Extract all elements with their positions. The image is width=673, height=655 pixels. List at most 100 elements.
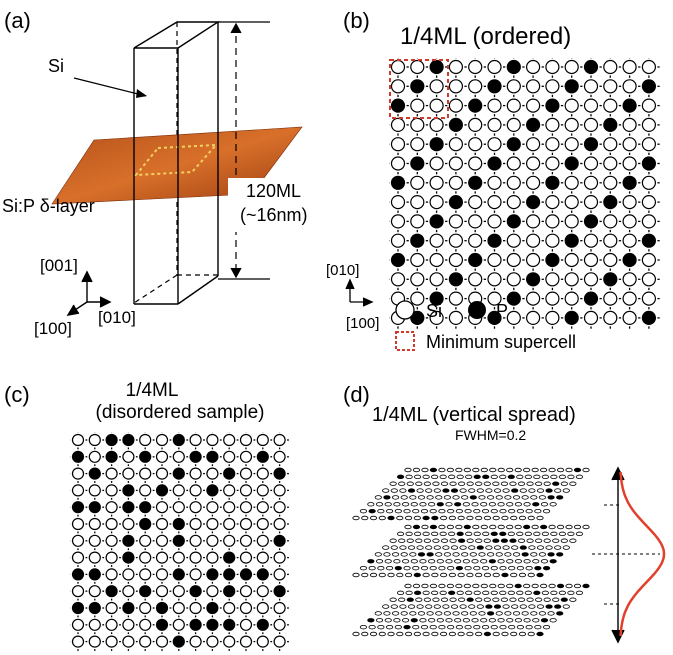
si-atom [429,79,444,94]
si-atom [239,484,253,497]
p-atom [487,310,502,325]
si-atom [622,272,637,287]
p-atom [450,488,459,493]
si-atom [122,618,135,631]
si-atom [560,538,568,543]
si-atom [461,611,469,616]
si-atom [565,524,573,530]
si-atom [516,508,525,514]
si-atom [155,501,169,514]
p-atom [105,585,118,598]
p-atom [487,156,502,171]
si-atom [506,618,514,623]
si-atom [374,552,382,557]
p-atom [429,467,438,473]
si-atom [499,624,507,630]
p-atom [603,195,618,210]
si-atom [564,272,579,287]
si-atom [499,590,507,596]
si-atom [389,481,397,486]
si-atom [410,98,425,113]
si-atom [622,310,637,325]
si-atom [440,515,448,521]
si-atom [521,495,529,500]
si-atom [542,624,551,630]
si-atom [500,481,508,486]
panel-c-title-line2: (disordered sample) [96,402,265,423]
p-atom [105,450,118,463]
p-atom [429,59,444,75]
si-atom [423,538,431,543]
p-atom [469,495,477,500]
si-atom [256,467,269,480]
si-atom [641,98,657,113]
si-atom [139,484,152,497]
si-atom [223,601,236,615]
si-atom [554,545,562,550]
si-atom [155,551,169,564]
si-atom [404,524,412,530]
si-atom [88,635,101,648]
si-atom [504,495,512,500]
si-atom [558,474,566,480]
si-atom [375,559,384,564]
si-atom [532,559,540,564]
si-atom [448,175,463,190]
si-atom [448,59,463,75]
si-atom [448,310,463,325]
si-atom [390,117,406,133]
si-atom [525,310,541,325]
si-atom [405,590,413,596]
si-atom [426,495,434,500]
p-atom [412,524,421,530]
si-atom [390,233,406,248]
si-atom [478,611,486,616]
si-atom [440,481,449,486]
si-atom [455,583,463,589]
p-atom [536,572,544,578]
si-atom [512,495,521,500]
si-atom [454,559,462,564]
si-atom [396,531,405,537]
si-atom [172,484,185,497]
legend-si-marker [395,300,415,320]
si-atom [435,552,443,557]
si-atom [452,495,460,500]
si-atom [432,538,440,543]
p-atom [641,156,657,171]
si-atom [206,534,219,547]
si-atom [562,545,570,550]
si-atom [564,117,579,133]
si-atom [410,214,425,229]
si-atom [390,214,406,229]
p-atom [406,597,414,602]
si-atom [419,559,427,564]
si-atom [239,450,253,463]
si-atom [431,531,439,537]
p-atom [256,450,269,463]
si-atom [475,631,483,637]
spread-axis [592,466,660,644]
si-atom [480,559,488,564]
si-atom [532,618,540,623]
si-atom [449,597,457,602]
si-atom [465,474,473,480]
p-atom [641,79,657,94]
p-atom [189,618,202,631]
si-atom [543,481,551,486]
p-atom [396,474,405,480]
si-atom [492,631,500,637]
p-atom [448,272,463,287]
si-atom [475,538,483,543]
si-atom [172,618,185,631]
si-atom [497,502,505,507]
p-atom [560,597,568,602]
si-atom [567,590,575,596]
p-atom [155,618,169,631]
si-atom [439,531,447,537]
si-atom [556,524,565,530]
p-atom [556,583,565,589]
p-atom [394,565,402,571]
si-atom [239,635,253,648]
p-atom [426,552,434,557]
